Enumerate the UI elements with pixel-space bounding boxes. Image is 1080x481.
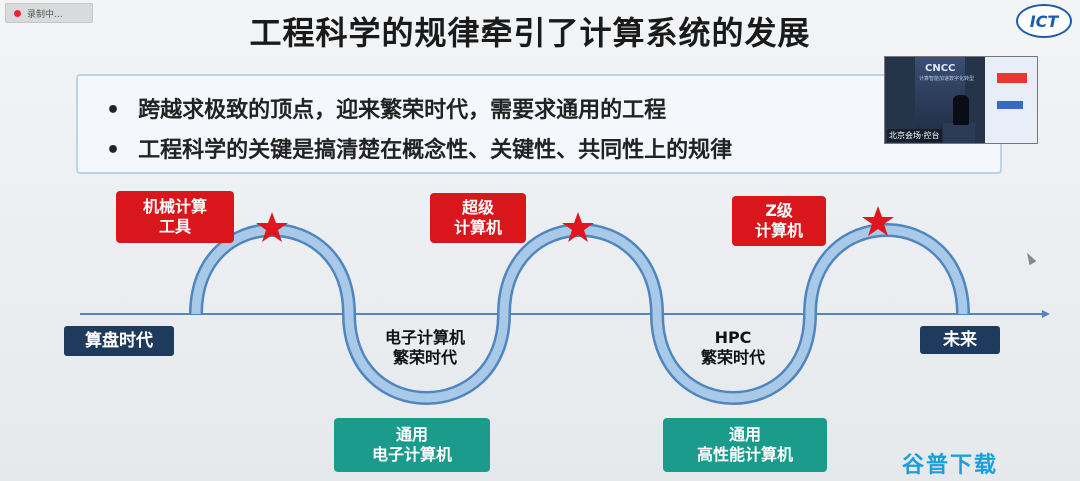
general-electronic-computer: 通用电子计算机 [334, 418, 490, 472]
video-podium [943, 123, 975, 143]
era-end: 未来 [920, 326, 1000, 354]
recording-indicator[interactable]: 录制中... [5, 3, 93, 23]
video-subtitle: 计算智能加速数字化转型 [919, 76, 975, 82]
bullet-item: 工程科学的关键是搞清楚在概念性、关键性、共同性上的规律 [106, 132, 732, 164]
peak-star-icon [562, 212, 594, 242]
peak-label-z: Z级计算机 [732, 196, 826, 246]
bullet-box: 跨越求极致的顶点，迎来繁荣时代，需要求通用的工程 工程科学的关键是搞清楚在概念性… [76, 74, 1002, 174]
peak-label-mechanical: 机械计算工具 [116, 191, 234, 243]
timeline-arrow-icon [1042, 310, 1050, 318]
video-side-slide [985, 57, 1037, 143]
recording-label: 录制中... [27, 9, 63, 20]
video-venue-label: 北京会场·控台 [887, 129, 942, 142]
speaker-video-thumbnail[interactable]: CNCC 计算智能加速数字化转型 北京会场·控台 [884, 56, 1038, 144]
peak-star-icon [256, 212, 288, 242]
video-cncc-title: CNCC [925, 63, 956, 74]
peak-label-super: 超级计算机 [430, 193, 526, 243]
speaker-figure [953, 95, 969, 125]
general-hpc: 通用高性能计算机 [663, 418, 827, 472]
bullet-item: 跨越求极致的顶点，迎来繁荣时代，需要求通用的工程 [106, 92, 666, 124]
valley-label-electronic: 电子计算机繁荣时代 [384, 328, 465, 367]
watermark: 谷普下载 [902, 453, 999, 478]
era-start: 算盘时代 [64, 326, 174, 356]
ict-logo: ICT [1016, 4, 1072, 38]
peak-star-icon [862, 206, 894, 236]
slide-title: 工程科学的规律牵引了计算系统的发展 [249, 14, 811, 52]
record-icon [14, 9, 21, 17]
